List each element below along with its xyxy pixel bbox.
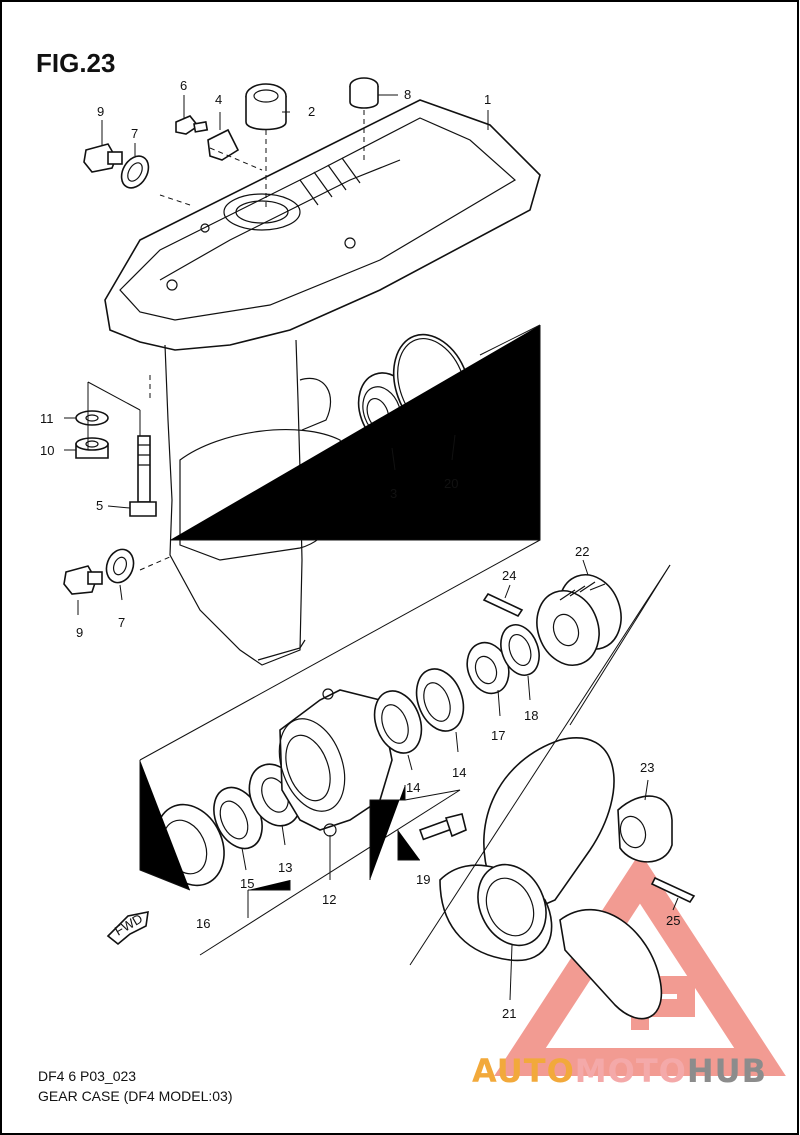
callout-16: 16: [196, 916, 210, 931]
callout-7-bottom: 7: [118, 615, 125, 630]
washer-18: [500, 624, 540, 676]
callout-7-top: 7: [131, 126, 138, 141]
callout-20: 20: [444, 476, 458, 491]
nut-10: [75, 437, 109, 459]
gear-case-housing: [104, 99, 541, 666]
drain-plug-9-top: [83, 143, 123, 173]
cap-nut-23: [617, 795, 673, 863]
callout-23: 23: [640, 760, 654, 775]
drain-plug-9-bottom: [63, 565, 103, 595]
callout-12: 12: [322, 892, 336, 907]
gasket-7-bottom: [105, 548, 135, 584]
watermark-text-hub: HUB: [686, 1052, 768, 1090]
callout-14-a: 14: [406, 780, 420, 795]
callout-13: 13: [278, 860, 292, 875]
nut-4: [207, 128, 240, 161]
bolt-6: [175, 115, 209, 135]
callout-1: 1: [484, 92, 491, 107]
callout-14-b: 14: [452, 765, 466, 780]
callout-6: 6: [180, 78, 187, 93]
watermark-text-auto: AUTO: [472, 1052, 575, 1090]
callout-24: 24: [502, 568, 516, 583]
callout-3: 3: [390, 486, 397, 501]
callout-4: 4: [215, 92, 222, 107]
watermark-text-moto: MOTO: [574, 1052, 687, 1090]
callout-18: 18: [524, 708, 538, 723]
callout-9-bottom: 9: [76, 625, 83, 640]
assembly-lines: [87, 110, 671, 966]
watermark-text: AUTOMOTOHUB: [472, 1052, 767, 1090]
stud-bolt-5: [129, 435, 157, 517]
bushing-2: [245, 83, 287, 131]
washer-11: [75, 410, 109, 426]
callout-numbers: 1 2 3 4 5 6 7 7 8 9 9 10 11 12 13 14 14 …: [40, 78, 680, 1021]
figure-name: GEAR CASE (DF4 MODEL:03): [38, 1088, 233, 1104]
pin-24: [482, 592, 524, 618]
leader-lines: [64, 94, 679, 1001]
figure-code: DF4 6 P03_023: [38, 1068, 137, 1084]
callout-8: 8: [404, 87, 411, 102]
callout-25: 25: [666, 913, 680, 928]
propeller-21: [439, 737, 663, 1020]
callout-5: 5: [96, 498, 103, 513]
fwd-arrow: FWD: [106, 911, 149, 946]
gear-22: [536, 574, 622, 666]
callout-22: 22: [575, 544, 589, 559]
callout-15: 15: [240, 876, 254, 891]
gasket-7-top: [120, 155, 150, 189]
callout-9-top: 9: [97, 104, 104, 119]
bolt-19: [418, 813, 467, 841]
callout-17: 17: [491, 728, 505, 743]
callout-10: 10: [40, 443, 54, 458]
cotter-pin-25: [650, 876, 696, 904]
bearing-15: [213, 786, 263, 850]
callout-19: 19: [416, 872, 430, 887]
callout-11: 11: [40, 411, 54, 426]
cap-8: [349, 77, 379, 109]
callout-2: 2: [308, 104, 315, 119]
figure-title: FIG.23: [36, 48, 116, 78]
bearing-14-b: [415, 668, 465, 732]
callout-21: 21: [502, 1006, 516, 1021]
bearing-14-a: [373, 690, 423, 754]
